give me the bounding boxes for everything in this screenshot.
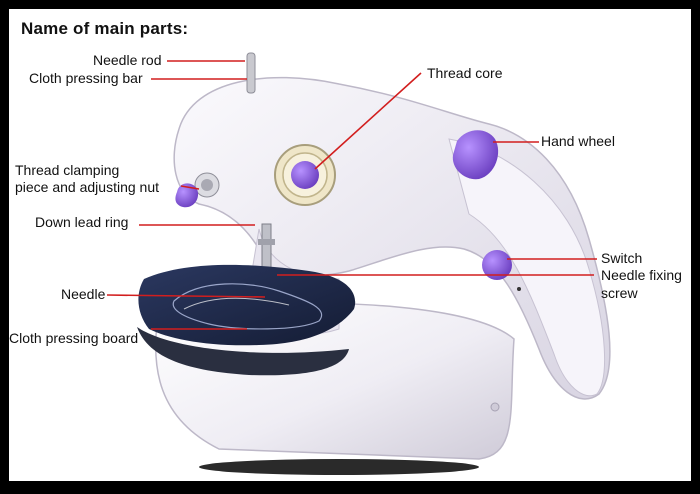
diagram-title: Name of main parts: (21, 19, 189, 38)
needle-rod-shape (246, 52, 256, 94)
base-foot (199, 459, 479, 475)
label-cloth-pressing-board: Cloth pressing board (9, 330, 139, 346)
cloth-pressing-board-shape (137, 327, 349, 376)
diagram-canvas: Name of main parts: (9, 9, 691, 481)
label-needle-rod: Needle rod (93, 52, 162, 68)
label-switch: Switch (601, 250, 643, 266)
label-thread-clamping-2: piece and adjusting nut (15, 179, 159, 195)
thread-core-knob (291, 161, 319, 189)
machine-arm (448, 138, 606, 397)
cloth-shape (138, 264, 356, 346)
label-needle-fixing-1: Needle fixing (601, 267, 682, 283)
thread-clamp-knob (175, 183, 199, 208)
label-cloth-pressing-bar: Cloth pressing bar (29, 70, 143, 86)
label-needle: Needle (61, 286, 106, 302)
label-down-lead-ring: Down lead ring (35, 214, 129, 230)
label-needle-fixing-2: screw (601, 285, 638, 301)
label-thread-clamping-1: Thread clamping (15, 162, 120, 178)
sewing-machine-illustration (106, 52, 611, 475)
switch-knob (482, 250, 512, 280)
leader-needle (106, 294, 266, 298)
hand-wheel-knob (452, 130, 499, 180)
leader-thread-clamping (180, 185, 200, 190)
label-thread-core: Thread core (427, 65, 503, 81)
leader-thread-core (314, 72, 422, 170)
label-hand-wheel: Hand wheel (541, 133, 615, 149)
